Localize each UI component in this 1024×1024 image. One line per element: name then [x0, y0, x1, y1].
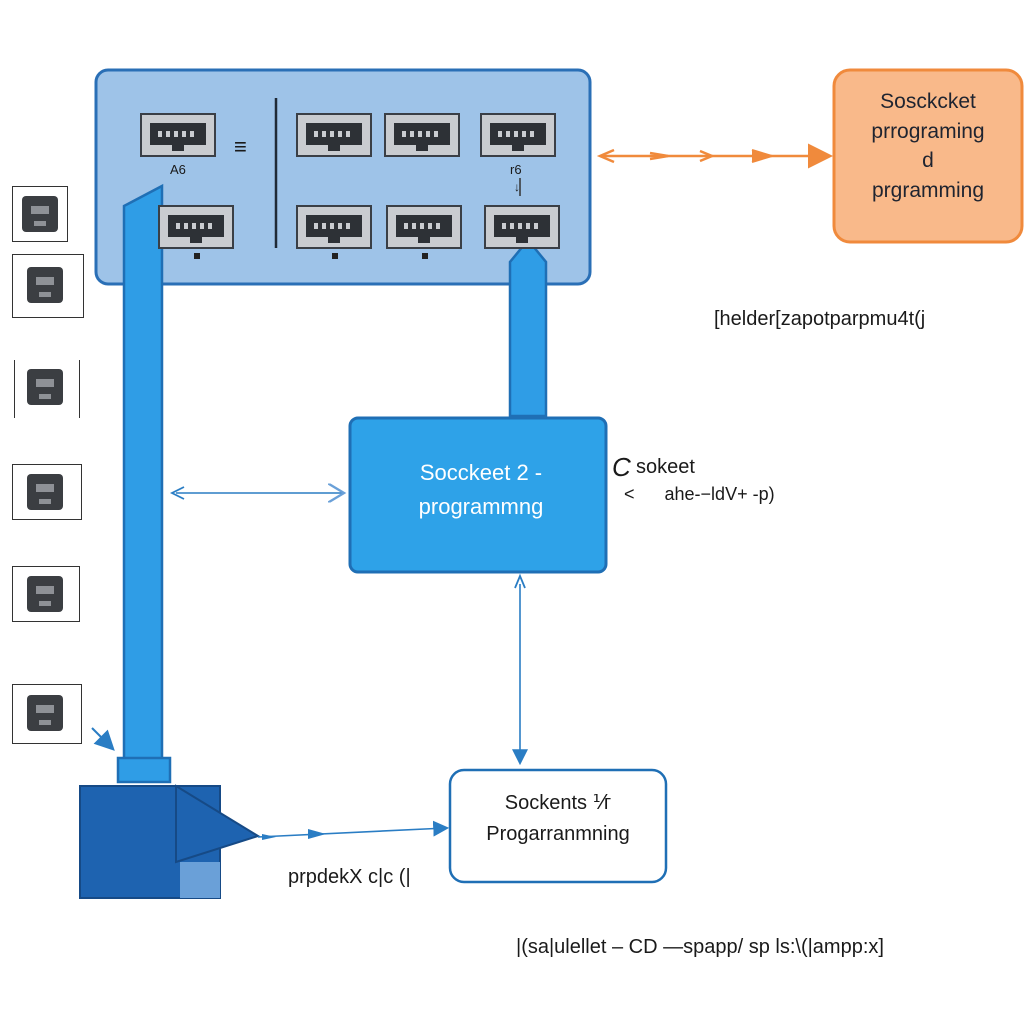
menu-icon: ≡	[234, 134, 247, 159]
ethernet-port-icon	[480, 113, 556, 157]
bottom-box-text: Sockents ⅟ᴦ Progarranmning	[450, 790, 666, 848]
ethernet-port-icon	[296, 205, 372, 259]
ethernet-port-icon	[158, 205, 234, 259]
plug-icon[interactable]	[12, 684, 82, 744]
orange-connector-mid-mark-2	[699, 149, 716, 163]
socket-word: sokeet	[636, 456, 695, 478]
port-label-left: A6	[170, 162, 186, 177]
center-socket-box[interactable]	[348, 416, 608, 574]
orange-box-line-1: Sosckcket	[880, 90, 976, 113]
ethernet-port-icon	[296, 113, 372, 157]
center-box-line-1: Socckeet 2 -	[419, 460, 543, 485]
down-arrow-icon: ↓	[514, 180, 520, 194]
ethernet-port-icon	[140, 113, 216, 157]
terminal-arrow-mid-head	[308, 829, 326, 839]
right-vertical-pipe	[508, 238, 548, 418]
socket-sub-label: < ahe-−ldV+ -p)	[624, 484, 775, 504]
terminal-block-arrowhead	[175, 784, 261, 864]
switch-panel	[94, 68, 592, 286]
right-garbled-label: [helder[zapotparpmu4t(j	[714, 308, 926, 330]
ethernet-port-icon	[384, 113, 460, 157]
terminal-arrow-start-head	[262, 834, 276, 840]
terminal-to-bottom-arrow	[257, 820, 450, 838]
orange-box-line-3: d	[922, 148, 934, 172]
orange-box-line-4: prgramming	[871, 179, 985, 203]
ethernet-port-icon	[386, 205, 462, 259]
plug-icon[interactable]	[12, 254, 84, 318]
orange-box-line-2: prrograming	[871, 120, 985, 144]
terminal-block-shade	[180, 862, 220, 898]
orange-box-text: Sosckcket prrograming d prgramming	[834, 88, 1022, 205]
terminal-label: prpdekX c|c (|	[288, 866, 411, 888]
ethernet-port-icon	[484, 205, 560, 249]
small-diagonal-arrow	[91, 727, 115, 751]
left-to-center-arrow-back-head	[169, 486, 185, 500]
footer-label: |(sa|ulellet – CD —spapp/ sp ls:\(|ampp:…	[516, 936, 884, 958]
bottom-socket-box[interactable]	[448, 768, 668, 884]
port-label-right: r6	[510, 162, 522, 177]
plug-icon[interactable]	[12, 186, 68, 242]
bottom-box-line-1: Sockents ⅟ᴦ	[504, 792, 612, 814]
plug-icon[interactable]	[14, 360, 80, 418]
center-box-text: Socckeet 2 - programmng	[350, 458, 612, 521]
orange-connector-left-head	[596, 148, 615, 164]
center-box-line-2: programmng	[418, 493, 544, 519]
plug-icon[interactable]	[12, 566, 80, 622]
bottom-box-line-2: Progarranmning	[486, 823, 630, 845]
left-vertical-pipe	[122, 183, 164, 762]
orange-connector-mid-mark-1	[649, 151, 669, 161]
plug-icon[interactable]	[12, 464, 82, 520]
orange-socket-box[interactable]	[832, 68, 1024, 244]
socket-mark: C	[612, 452, 631, 482]
left-pipe-collar	[116, 756, 172, 784]
center-to-bottom-arrow-top-head	[514, 573, 526, 589]
orange-connector-mid-mark-3	[751, 149, 776, 163]
